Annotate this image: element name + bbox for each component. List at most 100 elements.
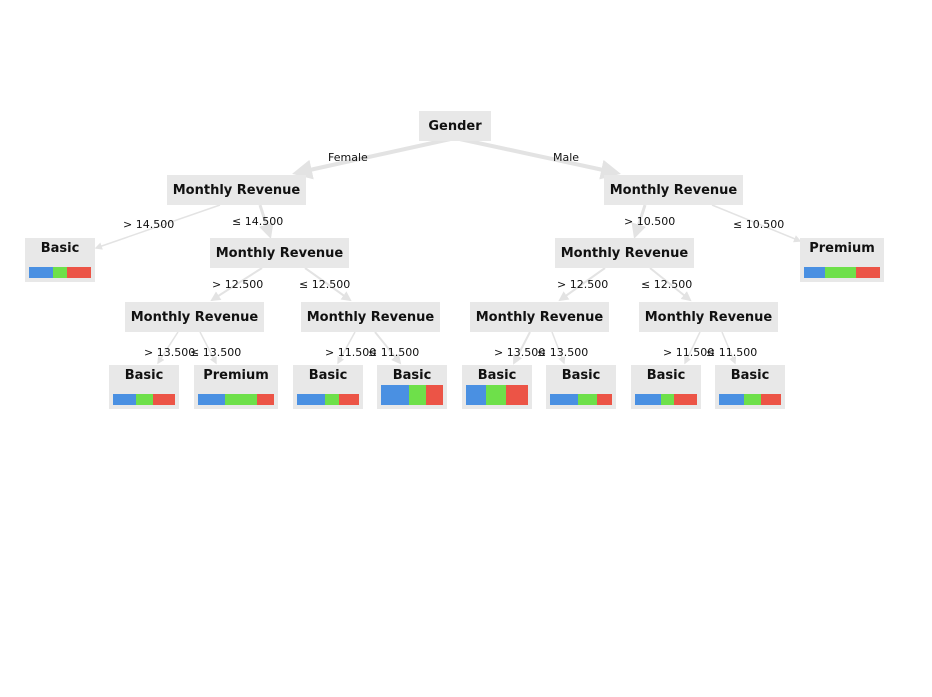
- split-node-female-le-12-monthly-revenue[interactable]: Monthly Revenue: [301, 302, 440, 332]
- edge-label-male: Male: [553, 151, 580, 164]
- class-distribution-bar: [113, 394, 175, 405]
- leaf-label: Basic: [40, 241, 80, 256]
- leaf-node[interactable]: Basic: [462, 365, 532, 409]
- class-1-bar: [198, 394, 226, 405]
- leaf-label: Basic: [730, 368, 770, 383]
- edge-f3-l5: [374, 331, 402, 365]
- edge-m3-l9: [721, 331, 737, 365]
- class-1-bar: [466, 385, 487, 405]
- class-3-bar: [257, 394, 274, 405]
- edge-f1-f3: [304, 267, 352, 302]
- class-1-bar: [381, 385, 409, 405]
- leaf-node[interactable]: Basic: [377, 365, 447, 409]
- class-distribution-bar: [635, 394, 697, 405]
- edge-m2-l7: [551, 331, 566, 365]
- edge-root-male: [454, 136, 621, 180]
- edge-label-threshold: ≤ 12.500: [299, 278, 351, 291]
- class-distribution-bar: [198, 394, 274, 405]
- class-1-bar: [297, 394, 325, 405]
- split-node-male-le-12-monthly-revenue[interactable]: Monthly Revenue: [639, 302, 778, 332]
- class-3-bar: [338, 394, 359, 405]
- class-distribution-bar: [550, 394, 612, 405]
- leaf-node[interactable]: Basic: [631, 365, 701, 409]
- edge-m2-l6: [513, 331, 531, 365]
- edge-label-threshold: ≤ 11.500: [706, 346, 758, 359]
- split-node-female-gt-12-monthly-revenue[interactable]: Monthly Revenue: [125, 302, 264, 332]
- split-node-male-gt-monthly-revenue[interactable]: Monthly Revenue: [555, 238, 694, 268]
- leaf-node[interactable]: Basic: [715, 365, 785, 409]
- class-2-bar: [743, 394, 761, 405]
- edge-m1-m2: [558, 267, 606, 302]
- edge-label-threshold: ≤ 12.500: [641, 278, 693, 291]
- class-2-bar: [53, 267, 68, 278]
- class-distribution-bar: [381, 385, 443, 405]
- class-3-bar: [674, 394, 697, 405]
- leaf-label: Basic: [646, 368, 686, 383]
- leaf-label: Premium: [203, 368, 269, 383]
- edge-f-f1: [258, 204, 274, 239]
- class-2-bar: [825, 267, 856, 278]
- class-1-bar: [29, 267, 54, 278]
- leaf-node[interactable]: Basic: [25, 238, 95, 282]
- class-1-bar: [635, 394, 662, 405]
- leaf-label: Basic: [561, 368, 601, 383]
- class-3-bar: [506, 385, 528, 405]
- class-2-bar: [486, 385, 507, 405]
- class-2-bar: [135, 394, 154, 405]
- split-node-female-monthly-revenue[interactable]: Monthly Revenue: [167, 175, 306, 205]
- class-1-bar: [550, 394, 578, 405]
- edge-label-threshold: > 11.500: [663, 346, 715, 359]
- class-3-bar: [596, 394, 612, 405]
- class-1-bar: [113, 394, 136, 405]
- edge-label-threshold: > 13.500: [494, 346, 546, 359]
- leaf-node[interactable]: Premium: [800, 238, 884, 282]
- class-1-bar: [804, 267, 826, 278]
- class-2-bar: [577, 394, 597, 405]
- edge-label-threshold: ≤ 11.500: [368, 346, 420, 359]
- edge-f3-l4: [337, 331, 356, 365]
- edge-m-leaf: [711, 204, 802, 243]
- edge-label-threshold: > 11.500: [325, 346, 377, 359]
- class-distribution-bar: [804, 267, 880, 278]
- edge-f-leaf: [94, 204, 221, 250]
- class-2-bar: [408, 385, 426, 405]
- class-3-bar: [67, 267, 91, 278]
- edge-label-threshold: > 14.500: [123, 218, 175, 231]
- edge-root-female: [292, 136, 456, 180]
- leaf-label: Basic: [477, 368, 517, 383]
- leaf-node[interactable]: Basic: [109, 365, 179, 409]
- leaf-node[interactable]: Basic: [546, 365, 616, 409]
- leaf-node[interactable]: Premium: [194, 365, 278, 409]
- edge-label-threshold: ≤ 14.500: [232, 215, 284, 228]
- leaf-label: Basic: [124, 368, 164, 383]
- split-node-male-monthly-revenue[interactable]: Monthly Revenue: [604, 175, 743, 205]
- leaf-label: Basic: [308, 368, 348, 383]
- edge-m-m1: [631, 204, 647, 239]
- class-distribution-bar: [297, 394, 359, 405]
- edge-label-threshold: > 12.500: [557, 278, 609, 291]
- edge-m1-m3: [649, 267, 692, 302]
- edge-f2-l2: [157, 331, 179, 365]
- class-2-bar: [225, 394, 258, 405]
- edge-m3-l8: [684, 331, 701, 365]
- edge-label-threshold: ≤ 10.500: [733, 218, 785, 231]
- edge-label-threshold: ≤ 13.500: [190, 346, 242, 359]
- edge-label-threshold: > 13.500: [144, 346, 196, 359]
- edge-f2-l3: [199, 331, 217, 365]
- class-distribution-bar: [29, 267, 91, 278]
- split-node-male-gt-12-monthly-revenue[interactable]: Monthly Revenue: [470, 302, 609, 332]
- leaf-node[interactable]: Basic: [293, 365, 363, 409]
- root-node-gender[interactable]: Gender: [419, 111, 491, 141]
- class-3-bar: [855, 267, 880, 278]
- edge-f1-f2: [210, 267, 263, 302]
- edge-label-female: Female: [328, 151, 368, 164]
- split-node-female-le-monthly-revenue[interactable]: Monthly Revenue: [210, 238, 349, 268]
- leaf-label: Basic: [392, 368, 432, 383]
- edge-label-threshold: > 12.500: [212, 278, 264, 291]
- leaf-label: Premium: [809, 241, 875, 256]
- class-distribution-bar: [719, 394, 781, 405]
- class-1-bar: [719, 394, 744, 405]
- edge-label-threshold: > 10.500: [624, 215, 676, 228]
